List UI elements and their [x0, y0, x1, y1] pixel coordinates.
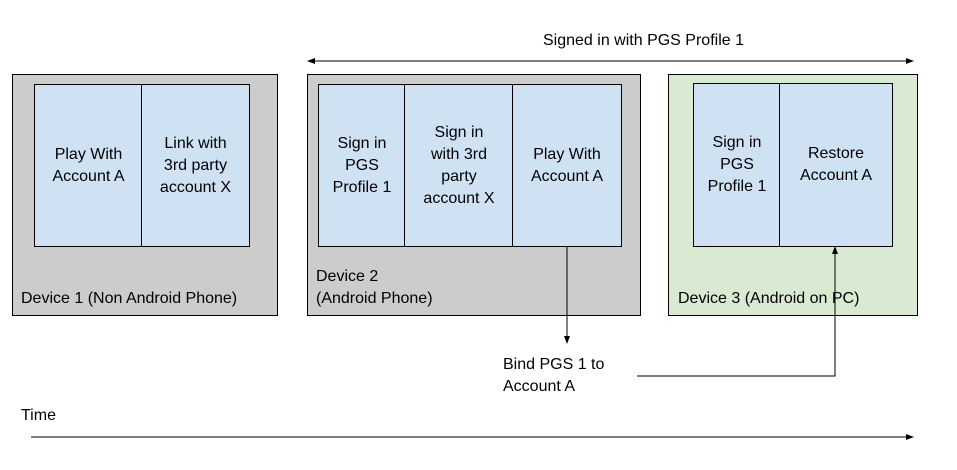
device-1-step-play-with-account-a: Play With Account A	[34, 84, 143, 247]
signed-in-label: Signed in with PGS Profile 1	[543, 32, 744, 49]
device-3-box: Sign in PGS Profile 1 Restore Account A …	[668, 74, 918, 316]
device-2-step-sign-in-pgs: Sign in PGS Profile 1	[318, 84, 406, 247]
step-label: Sign in PGS Profile 1	[707, 134, 767, 195]
bind-label: Bind PGS 1 to Account A	[503, 356, 605, 395]
step-label: Link with 3rd party account X	[159, 134, 232, 196]
step-label: Restore Account A	[799, 145, 873, 184]
time-axis-arrow	[31, 434, 914, 440]
device-1-step-link-third-party: Link with 3rd party account X	[141, 84, 250, 247]
device-2-step-play-with-account-a: Play With Account A	[512, 84, 622, 247]
time-label: Time	[21, 407, 56, 424]
step-label: Play With Account A	[52, 145, 125, 185]
device-3-label: Device 3 (Android on PC)	[678, 290, 860, 307]
step-label: Play With Account A	[530, 145, 604, 185]
device-2-label: Device 2 (Android Phone)	[316, 268, 433, 307]
step-label: Sign in PGS Profile 1	[332, 134, 392, 196]
device-2-step-sign-in-third-party: Sign in with 3rd party account X	[404, 84, 514, 247]
device-1-box: Play With Account A Link with 3rd party …	[12, 74, 278, 316]
signed-in-span-arrow	[307, 58, 914, 64]
device-1-label: Device 1 (Non Android Phone)	[21, 290, 238, 307]
device-2-box: Sign in PGS Profile 1 Sign in with 3rd p…	[307, 74, 641, 316]
device-3-step-sign-in-pgs: Sign in PGS Profile 1	[693, 83, 781, 247]
device-3-step-restore-account-a: Restore Account A	[779, 83, 893, 247]
step-label: Sign in with 3rd party account X	[423, 123, 495, 207]
